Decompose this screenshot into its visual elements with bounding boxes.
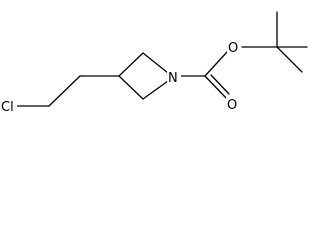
chlorine-atom-label: Cl — [1, 100, 14, 115]
double-bond-outer — [204, 75, 228, 100]
bond-ch2-ch2 — [48, 75, 81, 107]
bond-carbonyl-ether-oxygen — [204, 51, 228, 77]
azetidine-ring — [118, 52, 169, 100]
ring-bond-n1-c4 — [142, 80, 169, 100]
ring-bond-c3-c2 — [118, 52, 144, 77]
tert-butyl-group — [241, 11, 308, 73]
carbonyl-oxygen-label: O — [227, 98, 237, 113]
bond-methyl-down — [276, 46, 303, 73]
ether-oxygen-label: O — [228, 41, 238, 56]
ring-bond-c4-c3 — [118, 75, 144, 100]
carbamate-group — [179, 51, 230, 100]
nitrogen-atom-label: N — [168, 71, 178, 86]
ring-bond-c2-n1 — [142, 52, 169, 74]
double-bond-inner — [210, 74, 230, 95]
chloroethyl-chain — [15, 75, 120, 107]
chemical-structure: Cl N O O — [0, 11, 308, 115]
